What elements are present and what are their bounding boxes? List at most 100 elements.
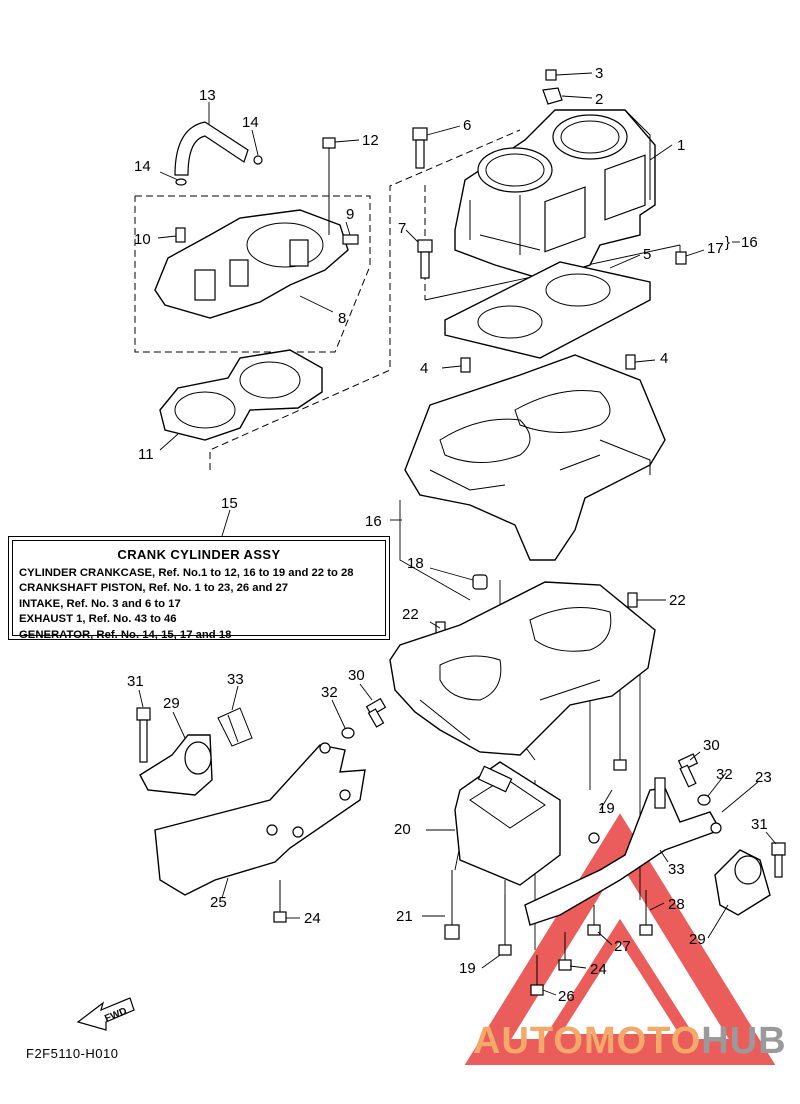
callout-16: 16 [365, 513, 382, 530]
dowel-pin-part [175, 227, 186, 243]
callout-5: 5 [643, 246, 651, 263]
callout-17: 17 [707, 240, 724, 257]
callout-13: 13 [199, 87, 216, 104]
callout-15: 15 [221, 495, 238, 512]
diagram-code: F2F5110-H010 [26, 1046, 119, 1061]
bolt-part [639, 890, 653, 936]
callout-11: 11 [138, 446, 154, 463]
callout-8: 8 [338, 310, 346, 327]
callout-4: 4 [420, 360, 428, 377]
bolt-part [417, 239, 433, 279]
callout-14: 14 [134, 158, 151, 175]
bolt-part [613, 690, 627, 771]
callout-19: 19 [598, 800, 615, 817]
callout-24: 24 [590, 961, 607, 978]
dowel-pin-part [627, 592, 638, 608]
dowel-sleeve-part [472, 574, 488, 590]
callout-33: 33 [227, 671, 244, 688]
callout-7: 7 [398, 220, 406, 237]
hose-clamp-part [253, 155, 263, 165]
bolt-part [365, 697, 387, 728]
callout-18: 18 [407, 555, 424, 572]
callout-labels: 1 2 3 4 4 5 6 7 8 9 10 11 12 13 14 14 15… [127, 65, 772, 1005]
callout-25: 25 [210, 894, 227, 911]
bracket-part [542, 87, 563, 105]
bolt-part [771, 842, 786, 878]
rubber-mount-part [714, 849, 771, 916]
assembly-line-exhaust: EXHAUST 1, Ref. No. 43 to 46 [19, 613, 177, 626]
callout-22: 22 [402, 606, 419, 623]
callout-32: 32 [321, 684, 338, 701]
callout-28: 28 [668, 896, 685, 913]
cylinder-block-part [454, 109, 656, 281]
hose-clamp-part [175, 178, 187, 186]
callout-2: 2 [595, 91, 603, 108]
bolt-part [444, 870, 460, 940]
callout-32: 32 [716, 766, 733, 783]
callout-31: 31 [127, 673, 144, 690]
washer-part [341, 727, 355, 739]
callout-bracket: } [725, 234, 730, 251]
upper-crankcase-part [404, 354, 666, 561]
shim-plate-part [217, 707, 253, 747]
bolt-part [412, 127, 428, 169]
callout-9: 9 [346, 206, 354, 223]
right-engine-mount-part [524, 777, 722, 926]
watermark-brand-part2: HUB [701, 1020, 787, 1062]
callout-12: 12 [362, 132, 379, 149]
callout-30: 30 [703, 737, 720, 754]
assembly-info-inner: CRANK CYLINDER ASSY CYLINDER CRANKCASE, … [12, 540, 386, 641]
watermark-triangle-icon [464, 813, 776, 1065]
bolt-part [587, 905, 601, 936]
left-engine-mount-part [154, 742, 366, 896]
cylinder-base-gasket-part [444, 261, 651, 359]
assembly-line-intake: INTAKE, Ref. No. 3 and 6 to 17 [19, 597, 181, 610]
callout-30: 30 [348, 667, 365, 684]
callout-6: 6 [463, 117, 471, 134]
callout-22: 22 [669, 592, 686, 609]
assembly-line-cylinder-crankcase: CYLINDER CRANKCASE, Ref. No.1 to 12, 16 … [19, 567, 354, 579]
intake-cover-part [154, 209, 349, 319]
callout-24: 24 [304, 910, 321, 927]
assembly-title: CRANK CYLINDER ASSY [117, 547, 281, 562]
plug-part [675, 251, 687, 265]
callout-3: 3 [595, 65, 603, 82]
hose-fitting-part [342, 234, 359, 245]
bolt-part [136, 707, 151, 763]
callout-19: 19 [459, 960, 476, 977]
assembly-info-box: CRANK CYLINDER ASSY CYLINDER CRANKCASE, … [8, 536, 390, 641]
callout-4: 4 [660, 350, 668, 367]
watermark-brand-part1: AUTOMOTO [473, 1020, 702, 1062]
callout-16: 16 [741, 234, 758, 251]
oil-chamber-part [454, 761, 561, 886]
assembly-line-generator: GENERATOR, Ref. No. 14, 15, 17 and 18 [19, 628, 232, 641]
screw-part [545, 69, 557, 81]
washer-part [697, 794, 711, 806]
bolt-part [677, 753, 699, 788]
callout-27: 27 [614, 938, 631, 955]
callout-29: 29 [163, 695, 180, 712]
callout-21: 21 [396, 908, 413, 925]
rubber-mount-part [139, 734, 213, 796]
callout-1: 1 [677, 137, 685, 154]
callout-leader-lines [138, 72, 777, 996]
head-gasket-part [159, 349, 323, 441]
bolt-part [273, 880, 287, 923]
callout-31: 31 [751, 816, 768, 833]
dowel-pin-part [460, 357, 471, 373]
bolt-part [558, 932, 572, 971]
forward-arrow-icon [76, 997, 135, 1031]
watermark-brand: AUTOMOTOHUB [473, 1020, 787, 1063]
bolt-part [322, 137, 336, 235]
assembly-line-crankshaft-piston: CRANKSHAFT PISTON, Ref. No. 1 to 23, 26 … [19, 582, 289, 595]
bolt-part [498, 895, 512, 956]
callout-29: 29 [689, 931, 706, 948]
callout-10: 10 [134, 231, 151, 248]
callout-33: 33 [668, 861, 685, 878]
lower-crankcase-part [389, 581, 656, 756]
callout-20: 20 [394, 821, 411, 838]
dowel-pin-part [625, 354, 636, 370]
callout-26: 26 [558, 988, 575, 1005]
callout-14: 14 [242, 114, 259, 131]
